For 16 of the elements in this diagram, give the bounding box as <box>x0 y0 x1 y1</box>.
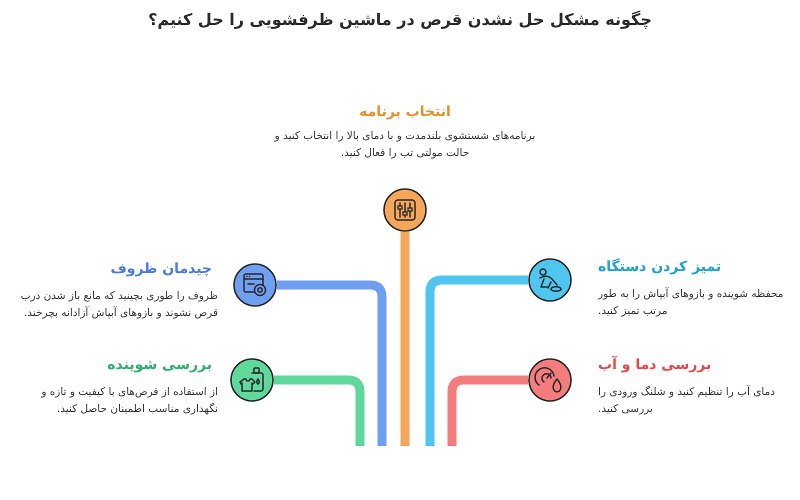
step-description: ظروف را طوری بچینید که مانع باز شدن درب قرص نشوند و بازوهای آبپاش آزادانه بچرخند. <box>20 289 218 321</box>
pipe-connector <box>400 232 410 446</box>
diagram-title: چگونه مشکل حل نشدن قرص در ماشین ظرفشویی را حل کنیم؟ <box>147 10 653 29</box>
step-title: بررسی دما و آب <box>598 357 712 373</box>
pipe-connector <box>274 376 364 446</box>
pipe-connector <box>426 276 528 446</box>
step-title: انتخاب برنامه <box>359 104 451 120</box>
step-title: تمیز کردن دستگاه <box>598 259 722 275</box>
step-title: بررسی شوینده <box>107 357 212 373</box>
step-description: محفظه شوینده و بازوهای آبپاش را به طور مرتب تمیز کنید. <box>598 286 784 319</box>
step-description: دمای آب را تنظیم کنید و شلنگ ورودی را بررسی کنید. <box>598 384 776 417</box>
pipe-connector <box>277 280 386 446</box>
step-description: برنامه‌های شستشوی بلندمدت و با دمای بالا را انتخاب کنید و حالت مولتی تب را فعال کنید. <box>273 129 536 161</box>
step-description: از استفاده از قرص‌های با کیفیت و تازه و نگهداری مناسب اطمینان حاصل کنید. <box>40 385 218 417</box>
pipe-connector <box>448 376 528 446</box>
step-title: چیدمان ظروف <box>110 261 212 277</box>
